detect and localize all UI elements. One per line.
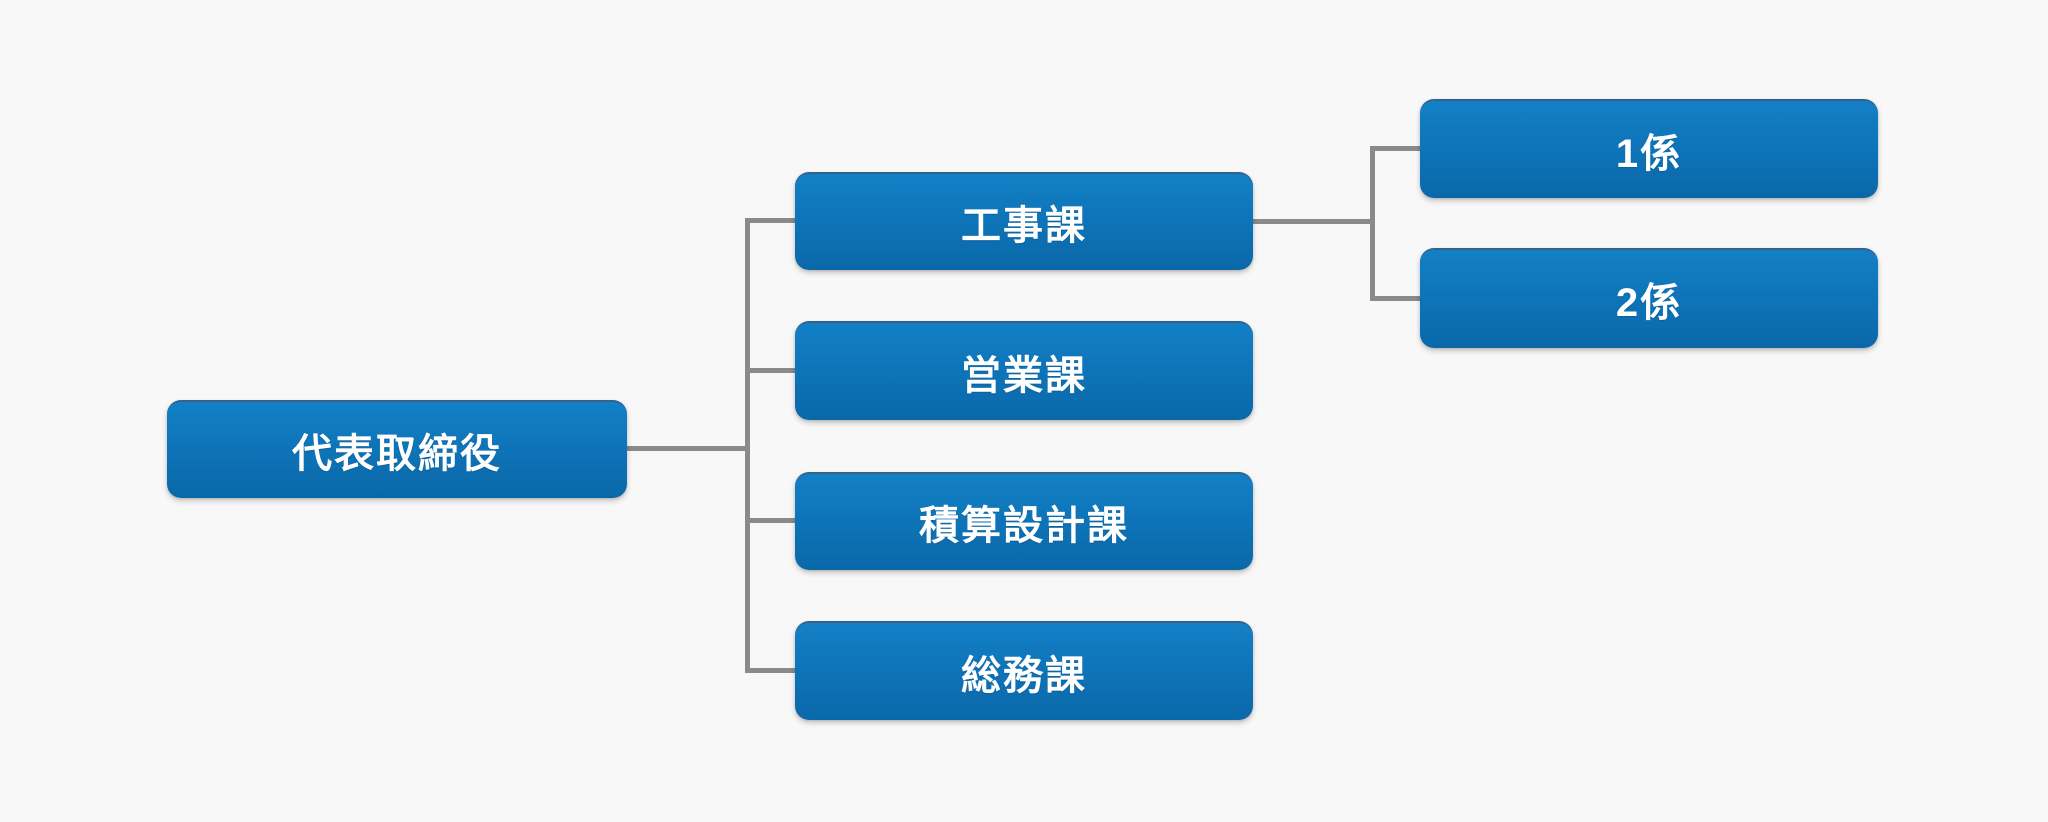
- org-node-label: 積算設計課: [919, 504, 1129, 548]
- org-node-representative-director: 代表取締役: [167, 400, 627, 498]
- connector-branch-section1: [1370, 146, 1420, 151]
- org-node-label: 営業課: [961, 353, 1087, 398]
- connector-branch-construction: [745, 218, 795, 223]
- connector-construction-to-trunk: [1252, 219, 1375, 224]
- org-node-section-1: 1係: [1420, 99, 1878, 198]
- org-node-general-affairs-section: 総務課: [795, 621, 1253, 720]
- connector-right-trunk: [1370, 146, 1375, 301]
- connector-root-to-trunk: [625, 446, 748, 451]
- org-node-label: 1係: [1615, 131, 1683, 176]
- org-node-construction-section: 工事課: [795, 172, 1253, 270]
- connector-left-trunk: [745, 218, 750, 673]
- org-node-label: 代表取締役: [292, 432, 502, 476]
- org-node-sales-section: 営業課: [795, 321, 1253, 420]
- connector-branch-section2: [1370, 296, 1420, 301]
- org-node-estimation-design-section: 積算設計課: [795, 472, 1253, 570]
- org-node-label: 2係: [1615, 281, 1683, 325]
- connector-branch-estimation: [745, 518, 795, 523]
- connector-branch-general: [745, 668, 795, 673]
- org-node-label: 総務課: [961, 653, 1087, 698]
- org-node-label: 工事課: [961, 204, 1087, 248]
- connector-branch-sales: [745, 368, 795, 373]
- org-node-section-2: 2係: [1420, 248, 1878, 348]
